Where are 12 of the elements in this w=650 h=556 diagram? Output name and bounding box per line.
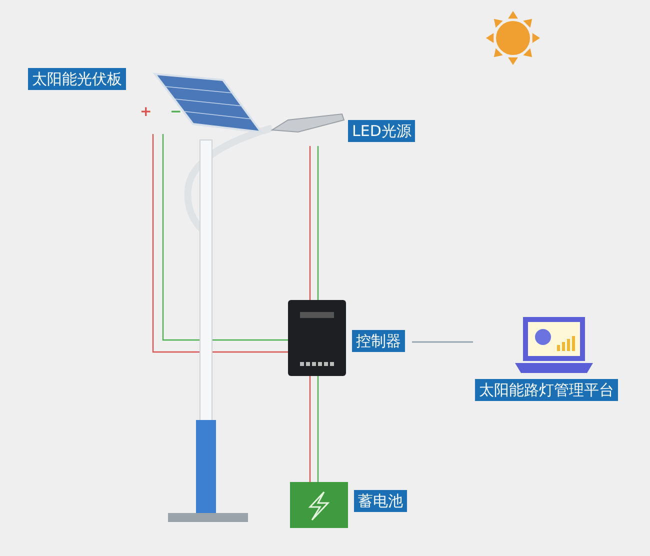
wire <box>309 376 311 482</box>
polarity-sign: − <box>170 104 182 120</box>
wire <box>309 146 311 300</box>
wire <box>412 341 473 343</box>
component-label: 太阳能路灯管理平台 <box>475 379 618 401</box>
component-label: 蓄电池 <box>354 490 407 512</box>
component-label: 太阳能光伏板 <box>28 68 126 90</box>
wire <box>317 146 319 300</box>
polarity-sign: + <box>140 104 152 120</box>
component-label: LED光源 <box>348 120 416 142</box>
component-label: 控制器 <box>352 330 405 352</box>
wire <box>317 376 319 482</box>
